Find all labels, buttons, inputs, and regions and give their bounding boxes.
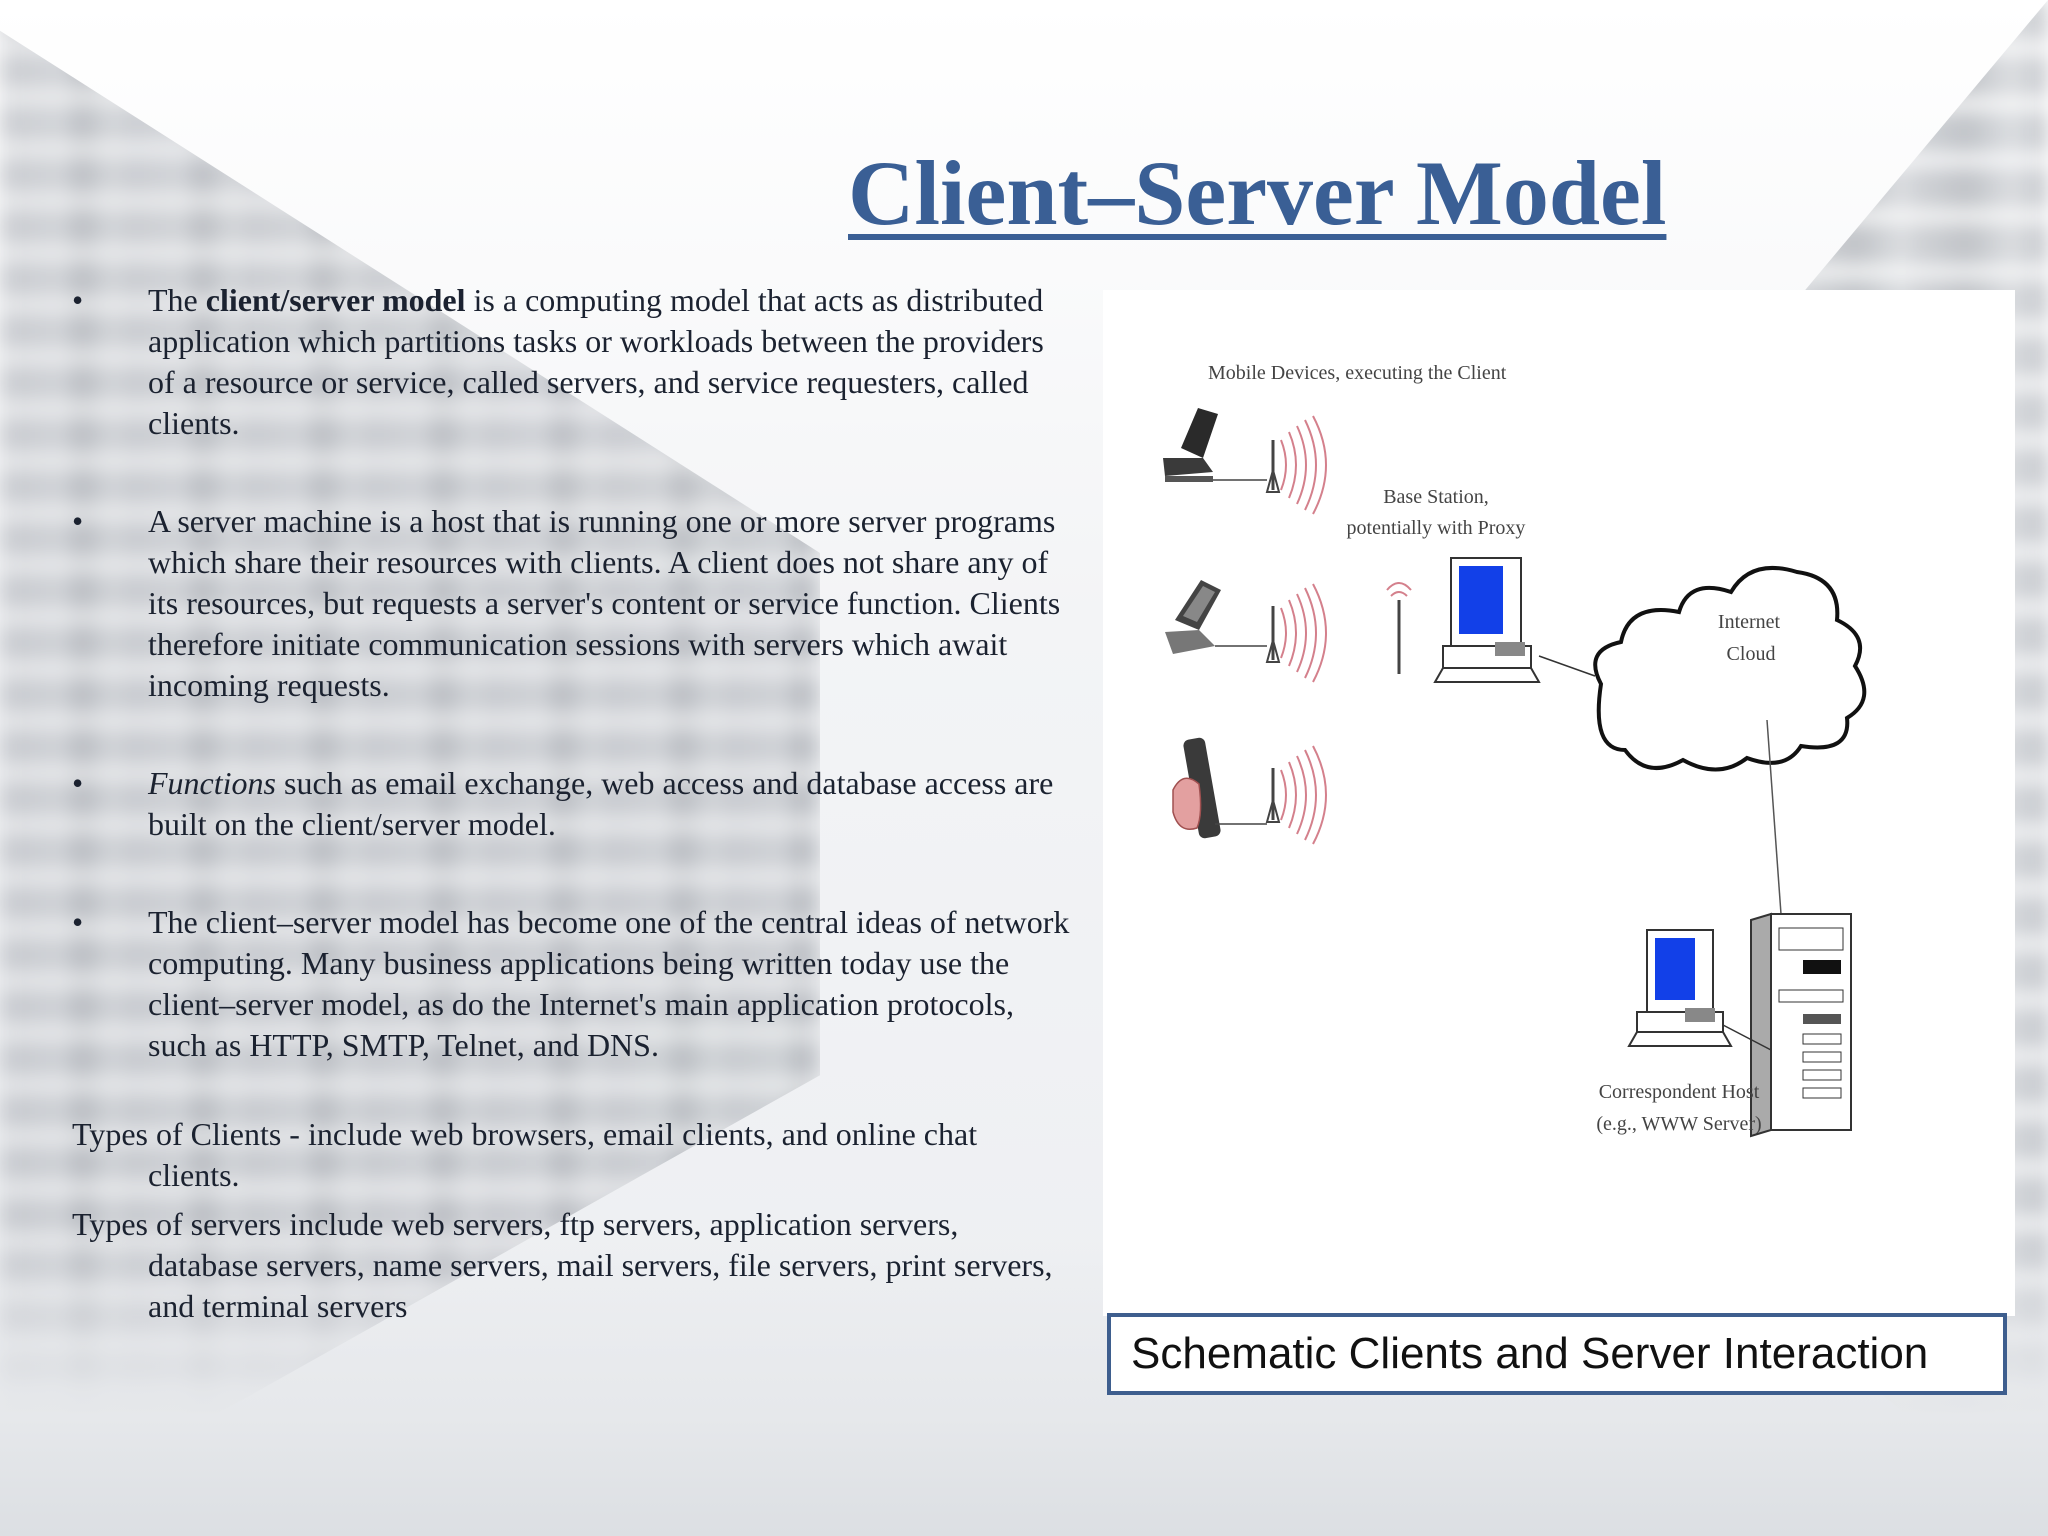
bullet-client-server-model: • The client/server model is a computing… — [72, 282, 1044, 441]
bold-term: client/server model — [205, 282, 466, 318]
bullet-marker: • — [72, 765, 84, 801]
types-of-servers: Types of servers include web servers, ft… — [72, 1206, 1053, 1324]
diagram-caption: Schematic Clients and Server Interaction — [1107, 1313, 2007, 1395]
bullet-marker: • — [72, 282, 84, 318]
internet-cloud-icon — [1593, 565, 1867, 772]
slide-title: Client–Server Model — [848, 142, 1667, 244]
bullet-functions: • Functions such as email exchange, web … — [72, 765, 1054, 842]
palmtop-client-icon — [1165, 580, 1221, 654]
host-label-2: (e.g., WWW Server) — [1596, 1113, 1761, 1135]
radio-waves-icon — [1280, 415, 1327, 515]
base-station-computer-icon — [1433, 557, 1541, 683]
antenna-icon — [1265, 768, 1281, 823]
bullet-marker: • — [72, 503, 84, 539]
bullet-network-computing: • The client–server model has become one… — [72, 904, 1070, 1063]
server-tower-icon — [1750, 912, 1852, 1138]
cloud-label-1: Internet — [1718, 611, 1781, 633]
diagram-panel: Mobile Devices, executing the Client — [1103, 290, 2015, 1316]
host-computer-icon — [1627, 929, 1733, 1047]
bullet-server-machine: • A server machine is a host that is run… — [72, 503, 1061, 703]
base-station-label-2: potentially with Proxy — [1347, 517, 1526, 539]
cloud-label-2: Cloud — [1727, 643, 1776, 665]
antenna-icon — [1265, 606, 1281, 663]
base-station-antenna-icon — [1386, 582, 1412, 674]
types-of-clients: Types of Clients - include web browsers,… — [72, 1116, 978, 1193]
bullet-marker: • — [72, 904, 84, 940]
radio-waves-icon — [1280, 745, 1327, 845]
radio-waves-icon — [1280, 583, 1327, 683]
slide-body: • The client/server model is a computing… — [72, 280, 1072, 1335]
italic-term: Functions — [148, 765, 276, 801]
laptop-client-icon — [1163, 408, 1218, 482]
client-server-diagram: Mobile Devices, executing the Client — [1163, 362, 1867, 1138]
base-station-label-1: Base Station, — [1383, 486, 1489, 508]
caption-text: Schematic Clients and Server Interaction — [1131, 1329, 1929, 1378]
phone-client-icon — [1172, 737, 1221, 839]
antenna-icon — [1265, 440, 1281, 493]
mobile-devices-label: Mobile Devices, executing the Client — [1208, 362, 1507, 384]
host-label-1: Correspondent Host — [1599, 1081, 1760, 1103]
